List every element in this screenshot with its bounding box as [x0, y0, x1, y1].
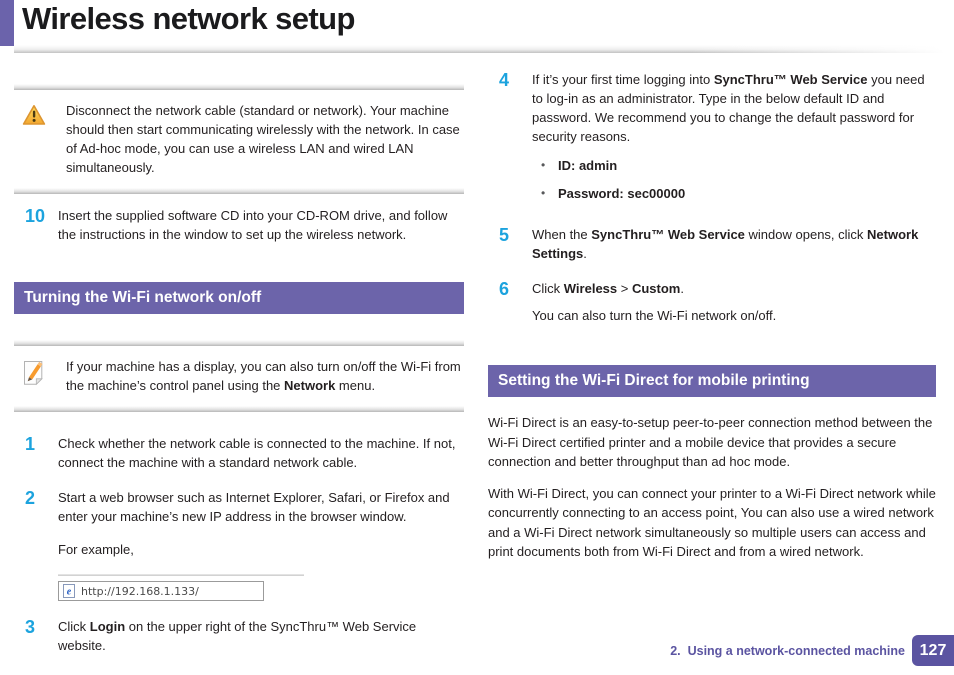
password-value: Password: sec00000 [558, 186, 686, 201]
warning-triangle-icon [22, 101, 49, 177]
ie-page-icon: e [63, 584, 76, 598]
caution-box: Disconnect the network cable (standard o… [14, 90, 464, 188]
step-4: 4 If it’s your first time logging into S… [488, 70, 936, 203]
step-1: 1 Check whether the network cable is con… [14, 434, 464, 472]
step-number: 10 [25, 206, 46, 226]
id-value: ID: admin [558, 158, 618, 173]
step-number: 1 [25, 434, 36, 454]
list-item-password: • Password: sec00000 [541, 184, 936, 203]
caution-bottom-rule [14, 188, 464, 194]
list-item-id: • ID: admin [541, 156, 936, 175]
step-10: 10 Insert the supplied software CD into … [14, 206, 464, 244]
step-text: Insert the supplied software CD into you… [58, 208, 448, 242]
credentials-list: • ID: admin • Password: sec00000 [532, 156, 936, 203]
svg-text:e: e [67, 587, 72, 598]
step-6-instruction: Click Wireless > Custom. [532, 281, 684, 296]
section-header-wifi-onoff: Turning the Wi-Fi network on/off [14, 282, 464, 314]
note-text: If your machine has a display, you can a… [66, 359, 461, 393]
step-text: If it’s your first time logging into Syn… [532, 70, 936, 203]
step-number: 6 [499, 279, 510, 299]
note-box: If your machine has a display, you can a… [14, 346, 464, 406]
step-6: 6 Click Wireless > Custom. You can also … [488, 279, 936, 325]
step-number: 2 [25, 488, 36, 508]
title-accent-bar [0, 0, 14, 46]
step-text: Click Wireless > Custom. You can also tu… [532, 279, 936, 325]
step-5: 5 When the SyncThru™ Web Service window … [488, 225, 936, 263]
bullet-icon: • [541, 158, 546, 172]
note-pencil-icon [22, 357, 49, 395]
step-2: 2 Start a web browser such as Internet E… [14, 488, 464, 601]
browser-window-edge [58, 574, 304, 576]
bullet-icon: • [541, 186, 546, 200]
left-column: Disconnect the network cable (standard o… [14, 84, 464, 655]
step-4-instruction: If it’s your first time logging into Syn… [532, 72, 925, 144]
address-bar: e http://192.168.1.133/ [58, 581, 264, 601]
address-url: http://192.168.1.133/ [81, 584, 199, 598]
step-6-subtext: You can also turn the Wi-Fi network on/o… [532, 308, 777, 323]
title-divider [14, 45, 954, 53]
wifi-direct-paragraph-1: Wi-Fi Direct is an easy-to-setup peer-to… [488, 415, 933, 469]
caution-text: Disconnect the network cable (standard o… [66, 103, 460, 175]
caution-top-rule [14, 84, 464, 90]
note-top-rule [14, 340, 464, 346]
note-bottom-rule [14, 406, 464, 412]
page-number-badge: 127 [912, 635, 954, 666]
right-column: 4 If it’s your first time logging into S… [488, 70, 936, 562]
example-label: For example, [58, 542, 134, 557]
step-number: 3 [25, 617, 36, 637]
step-text: Click Login on the upper right of the Sy… [58, 619, 417, 653]
step-number: 4 [499, 70, 510, 90]
section-header-wifi-direct: Setting the Wi-Fi Direct for mobile prin… [488, 365, 936, 397]
step-3: 3 Click Login on the upper right of the … [14, 617, 464, 655]
footer-chapter-label: 2. Using a network-connected machine [670, 644, 905, 658]
step-2-instruction: Start a web browser such as Internet Exp… [58, 490, 450, 524]
step-text: When the SyncThru™ Web Service window op… [532, 227, 919, 261]
step-number: 5 [499, 225, 510, 245]
wifi-direct-paragraph-2: With Wi-Fi Direct, you can connect your … [488, 485, 936, 560]
step-text: Check whether the network cable is conne… [58, 436, 456, 470]
browser-address-screenshot: e http://192.168.1.133/ [58, 574, 308, 601]
page-title: Wireless network setup [22, 1, 355, 36]
step-text: Start a web browser such as Internet Exp… [58, 488, 464, 601]
